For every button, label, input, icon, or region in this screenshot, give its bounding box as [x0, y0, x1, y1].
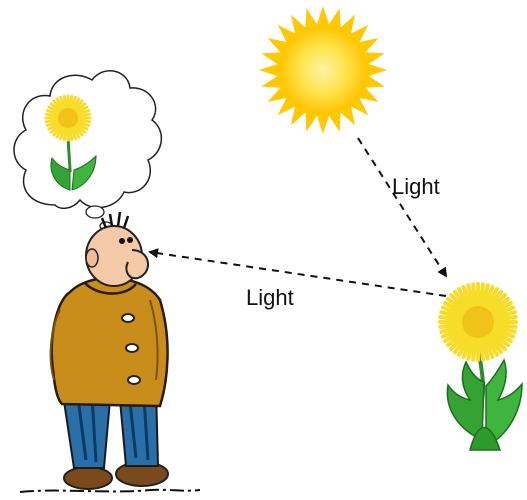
sun-to-flower-arrow [358, 138, 446, 276]
person-icon [20, 212, 200, 492]
flower-to-eye-arrow [150, 252, 446, 296]
thought-bubble-icon [14, 71, 161, 230]
light-label-sun: Light [392, 176, 440, 198]
dandelion-icon [440, 284, 522, 450]
light-label-flower: Light [246, 287, 294, 309]
sun-icon [259, 6, 387, 134]
